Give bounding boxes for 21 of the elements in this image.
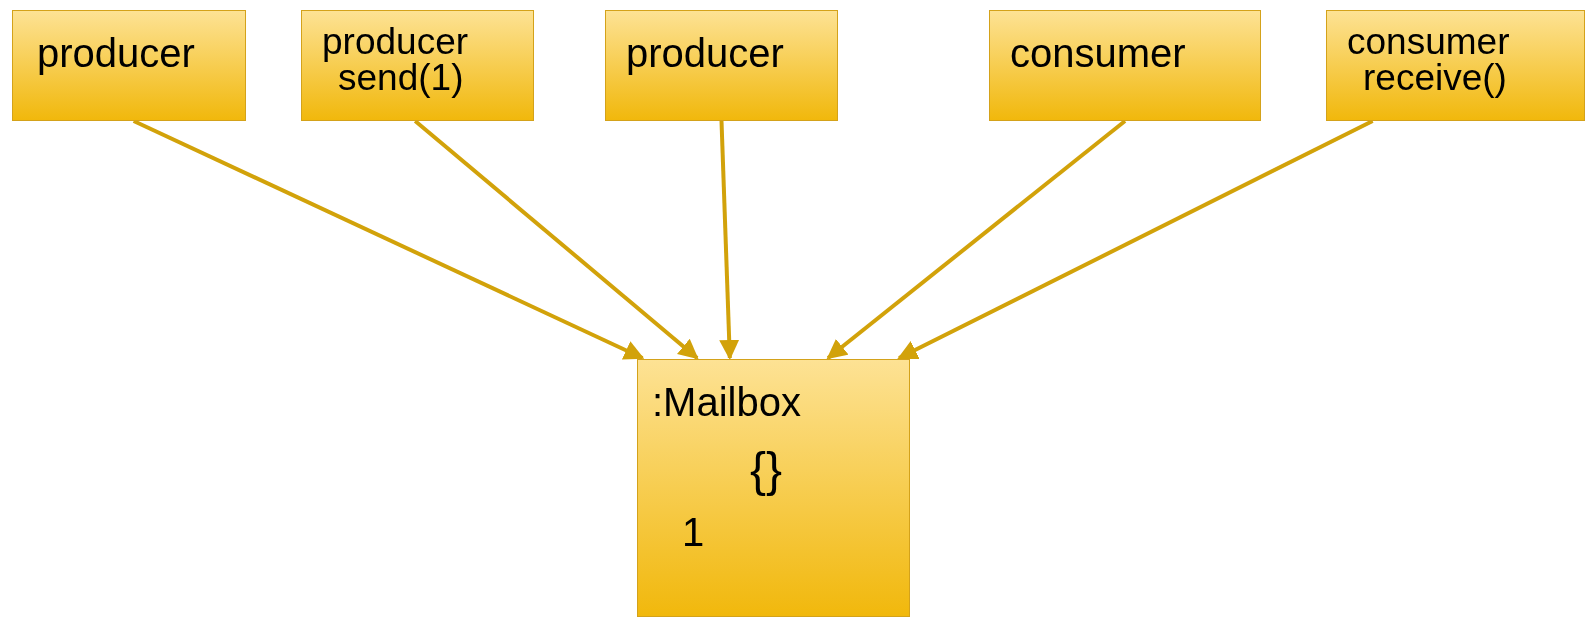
node-label: consumer (1010, 33, 1186, 73)
node-label: producer (37, 33, 195, 73)
node-label: producer (322, 23, 469, 60)
object-name: :Mailbox (652, 382, 801, 422)
stored-value: 1 (682, 512, 705, 552)
arrow (132, 119, 645, 360)
process-box (12, 10, 246, 121)
message-label: send(1) (338, 59, 464, 96)
process-box (989, 10, 1261, 121)
arrow (897, 119, 1374, 360)
process-box (605, 10, 838, 121)
node-label: consumer (1347, 23, 1510, 60)
mailbox-object-box (637, 359, 910, 617)
process-box (301, 10, 534, 121)
node-label: producer (626, 33, 784, 73)
message-label: receive() (1363, 59, 1507, 96)
process-box (1326, 10, 1585, 121)
arrow (413, 119, 699, 360)
object-contents: {} (750, 446, 783, 494)
arrow (826, 119, 1127, 360)
arrow (719, 120, 740, 360)
